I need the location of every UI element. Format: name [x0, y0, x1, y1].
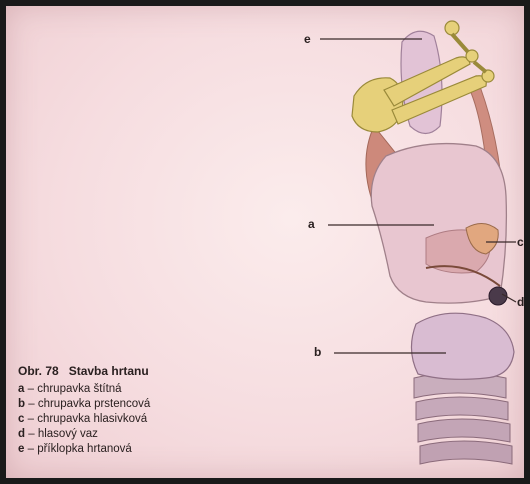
label-e: e	[304, 32, 311, 46]
caption-item: e – příklopka hrtanová	[18, 442, 159, 457]
trachea	[414, 373, 512, 464]
caption-item: b – chrupavka prstencová	[18, 397, 159, 412]
label-b: b	[314, 345, 321, 359]
figure-page: e a b c d Obr. 78 Stavba hrtanu a – chrup…	[6, 6, 524, 478]
caption-number: Obr. 78	[18, 364, 59, 378]
caption-heading: Stavba hrtanu	[69, 364, 149, 378]
caption-title: Obr. 78 Stavba hrtanu	[18, 364, 159, 378]
label-c: c	[517, 235, 524, 249]
caption-item: a – chrupavka štítná	[18, 382, 159, 397]
figure-caption: Obr. 78 Stavba hrtanu a – chrupavka štítn…	[18, 364, 159, 457]
label-a: a	[308, 217, 315, 231]
thyroid-cartilage	[371, 144, 506, 304]
caption-item: d – hlasový vaz	[18, 427, 159, 442]
cricoid-cartilage	[411, 313, 514, 379]
caption-item: c – chrupavka hlasivková	[18, 412, 159, 427]
label-d: d	[517, 295, 524, 309]
